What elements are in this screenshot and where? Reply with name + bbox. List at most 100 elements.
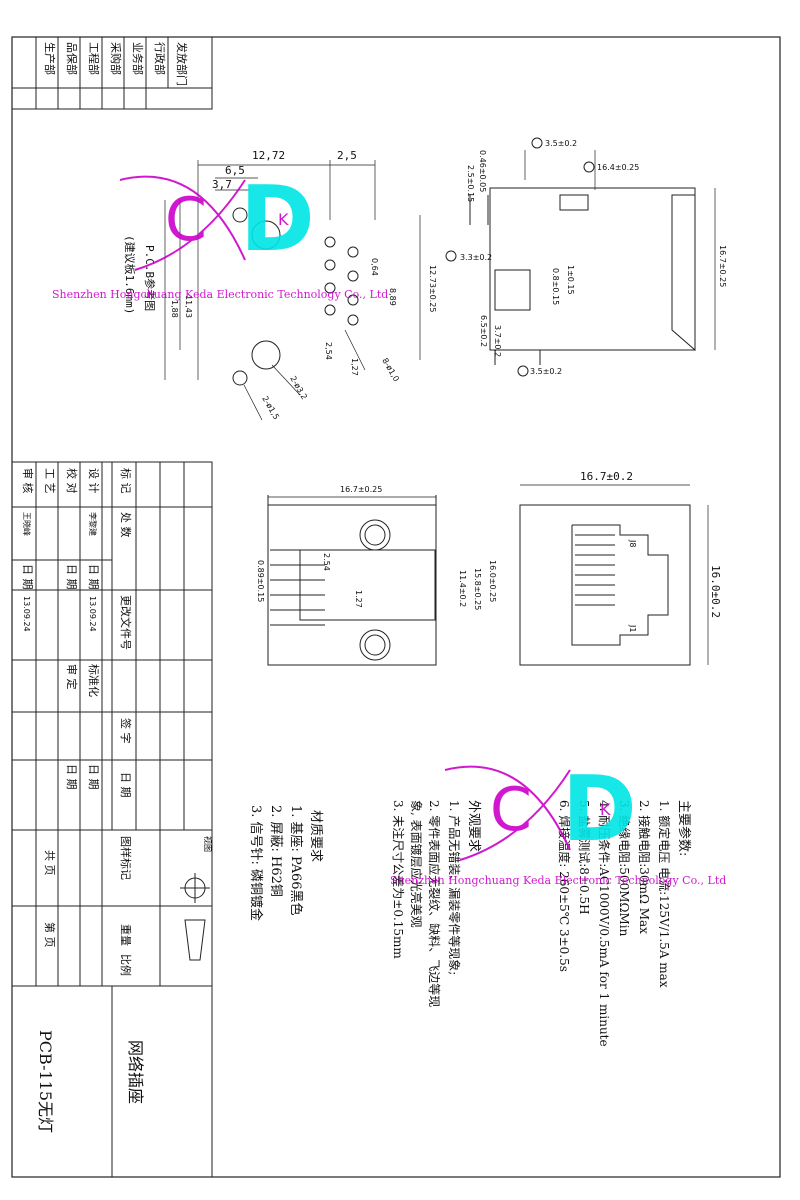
appearance-item: 象, 表面镀层应光亮美观 (409, 800, 424, 928)
tb-scale: 比例 (119, 954, 133, 976)
department-cell: 行政部 (153, 42, 167, 75)
pcb-hole (347, 270, 359, 282)
tb-sample-mark: 图样标记 (119, 836, 133, 880)
tb-name: 李黎建 (88, 512, 98, 536)
tb-date-label: 日 期 (21, 564, 34, 590)
department-cell: 生产部 (43, 42, 57, 75)
bottom-dim-15-8: 15.8±0.25 (473, 568, 482, 610)
side-dim-0-8: 0.8±0.15 (551, 268, 560, 305)
side-dim-16-7: 16.7±0.25 (718, 245, 727, 287)
param-item: 6. 焊接温度: 260±5℃ 3±0.5s (557, 800, 572, 972)
pcb-hole (347, 314, 359, 326)
logo-letter-k: K (278, 210, 289, 229)
pcb-dim-2-5: 2,5 (337, 149, 357, 162)
side-dim-3-5-bottom: 3.5±0.2 (530, 367, 562, 376)
department-cell: 品保部 (65, 42, 79, 75)
pcb-hole (324, 304, 336, 316)
tb-col2: 审 定 (65, 664, 79, 690)
param-item: 3. 绝缘电阻:500MΩMin (617, 800, 632, 937)
side-dim-12-73: 12.73±0.25 (428, 265, 437, 312)
tb-date: 13.09.24 (88, 596, 97, 632)
tb-label-date: 日 期 (119, 772, 132, 798)
side-dim-3-3: 3.3±0.2 (460, 253, 492, 262)
tb-sheet-number: 第 页 (43, 922, 57, 948)
tb-col3: 日 期 (87, 764, 100, 790)
bottom-view: 16.7±0.25 0.89±0.15 2.54 1.27 11.4±0.2 1… (256, 485, 497, 666)
logo-letter-d: D (562, 757, 637, 862)
tb-role: 审 核 (21, 468, 35, 494)
params-title: 主要参数: (676, 800, 692, 856)
pcb-hole (347, 246, 359, 258)
tb-date: 13.09.24 (22, 596, 31, 632)
front-label-j1: J1 (628, 624, 637, 632)
pcb-dim-8-holes: 8-ø1,0 (380, 357, 401, 384)
watermark-text: Shenzhen Hongchuang Keda Electronic Tech… (390, 874, 726, 887)
projection-symbol-icon (180, 873, 210, 961)
tb-label-change: 更改文件号 (119, 595, 133, 650)
front-width: 16.7±0.2 (580, 470, 633, 483)
tb-role: 校 对 (65, 468, 79, 494)
front-view: 16.7±0.2 16.0±0.2 J8 J1 (519, 470, 722, 666)
appearance-item: 1. 产品无错装、漏装零件等现象; (447, 800, 461, 975)
department-cell: 工程部 (87, 42, 101, 75)
pcb-reference-view: 12,72 2,5 6,5 3,7 P.C.B参考图 (建议板1.6mm) 11… (123, 149, 401, 421)
pcb-dim-0-64: 0,64 (370, 258, 379, 276)
side-dim-3-7: 3.7±0.2 (493, 325, 502, 357)
appearance-item: 2. 零件表面应无裂纹、缺料、飞边等现 (427, 800, 442, 1007)
tb-role: 工 艺 (43, 468, 56, 494)
bottom-dim-2-54: 2.54 (322, 553, 331, 571)
pcb-dim-3-7: 3,7 (212, 178, 232, 191)
logo-letter-d: D (240, 167, 315, 272)
material-item: 3. 信号针: 磷铜镀金 (248, 805, 264, 921)
pcb-dim-8-89: 8,89 (388, 288, 397, 306)
tb-col3: 日 期 (65, 764, 78, 790)
bottom-dim-16-0: 16.0±0.25 (488, 560, 497, 602)
pcb-hole (324, 236, 336, 248)
material-title: 材质要求 (308, 810, 323, 862)
bottom-dim-11-4: 11.4±0.2 (458, 570, 467, 607)
param-item: 4. 耐压条件:AC1000V/0.5mA for 1 minute (597, 800, 611, 1047)
department-cell: 采购部 (109, 42, 123, 75)
tb-label-mark: 标 记 (119, 468, 133, 494)
bottom-dim-1-27: 1.27 (354, 590, 363, 608)
param-item: 2. 接触电阻:30mΩ Max (637, 800, 652, 934)
pcb-subtitle: (建议板1.6mm) (123, 235, 137, 314)
front-height: 16.0±0.2 (709, 565, 722, 618)
spec-notes: 主要参数: 1. 额定电压 电流:125V/1.5A max 2. 接触电阻:3… (391, 800, 692, 1047)
tb-label-count: 处 数 (119, 512, 132, 538)
pcb-title: P.C.B参考图 (143, 245, 157, 311)
tb-label-sign: 签 字 (119, 718, 133, 744)
part-number: PCB-115无灯 (36, 1030, 55, 1133)
tb-sheet-total: 共 页 (43, 850, 56, 876)
front-label-j8: J8 (628, 539, 637, 547)
watermark-logo: C D K Shenzhen Hongchuang Keda Electroni… (52, 167, 388, 301)
pcb-dim-1-88: 1,88 (170, 300, 179, 318)
tb-date-label: 日 期 (65, 564, 78, 590)
pcb-hole (324, 259, 336, 271)
watermark-text: Shenzhen Hongchuang Keda Electronic Tech… (52, 288, 388, 301)
pcb-dim-6-5: 6,5 (225, 164, 245, 177)
material-notes: 材质要求 1. 基座: PA66黑色 2. 屏蔽: H62铜 3. 信号针: 磷… (248, 805, 323, 921)
tb-weight: 重量 (119, 924, 133, 946)
logo-letter-c: C (165, 185, 207, 255)
tb-role: 设 计 (87, 468, 100, 494)
param-item: 1. 额定电压 电流:125V/1.5A max (657, 800, 672, 988)
tb-view-label: 视图 (203, 836, 213, 852)
pcb-dim-2-54: 2,54 (324, 342, 333, 360)
tb-name: 王晓峰 (22, 512, 32, 536)
bottom-dim-width: 16.7±0.25 (340, 485, 382, 494)
param-item: 5. 盐雾测试:8±0.5H (577, 800, 592, 915)
pcb-hole (251, 340, 281, 370)
watermark-logo: C D K Shenzhen Hongchuang Keda Electroni… (390, 757, 726, 887)
side-dim-2-5: 2.5±0.15 (466, 165, 475, 202)
pcb-hole (347, 294, 359, 306)
appearance-item: 3. 未注尺寸公差为±0.15mm (391, 800, 406, 959)
department-cell: 业务部 (131, 42, 145, 75)
side-dim-3-5-top: 3.5±0.2 (545, 139, 577, 148)
part-name: 网络插座 (126, 1040, 145, 1104)
side-dim-16-4: 16.4±0.25 (597, 163, 639, 172)
distribution-header: 发放部门 (175, 42, 189, 86)
pcb-hole (232, 370, 248, 386)
appearance-title: 外观要求 (466, 800, 481, 852)
material-item: 1. 基座: PA66黑色 (288, 805, 304, 916)
